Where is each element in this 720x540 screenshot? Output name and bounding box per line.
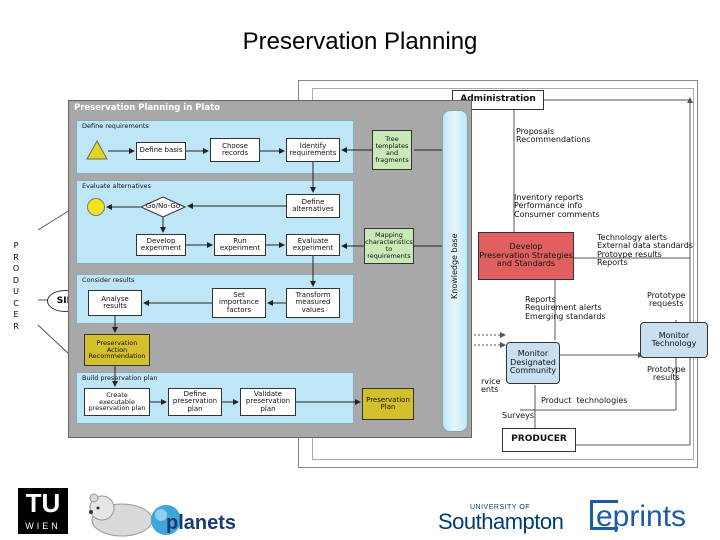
define-requirements-label: Define requirements	[82, 122, 149, 130]
prototype-requests-label: Prototype requests	[647, 291, 686, 309]
recommendation-box: Preservation Action Recommendation	[84, 334, 150, 366]
proposals-label: Proposals Recommendations	[516, 127, 591, 145]
reports-label: Reports Requirement alerts Emerging stan…	[525, 295, 606, 321]
develop-strategies-box: Develop Preservation Strategies and Stan…	[478, 232, 574, 280]
tu-wien-logo	[18, 488, 68, 534]
define-plan-box: Define preservation plan	[168, 388, 222, 416]
plato-title: Preservation Planning in Plato	[74, 103, 221, 113]
run-experiment-box: Run experiment	[214, 234, 266, 256]
page-title: Preservation Planning	[242, 28, 478, 55]
southampton-logo: Southampton	[438, 509, 564, 534]
develop-experiment-box: Develop experiment	[136, 234, 186, 256]
product-technologies-label: Product technologies	[541, 396, 628, 405]
consider-results-label: Consider results	[82, 276, 135, 284]
planets-logo: planets	[166, 512, 237, 534]
define-alternatives-box: Define alternatives	[286, 194, 340, 218]
southampton-logo-small: UNIVERSITY OF	[470, 504, 531, 511]
go-nogo-label: Go/No-Go	[145, 202, 181, 210]
tu-wien-logo-top: TU	[25, 488, 61, 518]
producer-box: PRODUCER	[502, 428, 576, 452]
analyse-results-box: Analyse results	[88, 290, 142, 316]
mapping-box: Mapping characteristics to requirements	[364, 228, 414, 264]
set-importance-box: Set importance factors	[212, 288, 266, 318]
validate-plan-box: Validate preservation plan	[240, 388, 296, 416]
polar-bear-icon	[89, 493, 153, 537]
define-basis-box: Define basis	[136, 142, 186, 160]
transform-values-box: Transform measured values	[286, 288, 340, 318]
create-plan-box: Create executable preservation plan	[84, 388, 150, 416]
preservation-plan-box: Preservation Plan	[362, 388, 414, 420]
decision-circle-icon	[87, 198, 105, 216]
monitor-community-box: Monitor Designated Community	[506, 342, 560, 384]
surveys-label: Surveys	[502, 411, 534, 420]
warning-triangle-icon	[86, 140, 108, 160]
eprints-logo: eprints	[596, 500, 687, 533]
inventory-label: Inventory reports Performance info Consu…	[514, 193, 600, 219]
build-plan-label: Build preservation plan	[82, 374, 158, 382]
monitor-technology-box: Monitor Technology	[640, 322, 708, 358]
tree-templates-box: Tree templates and fragments	[372, 130, 412, 170]
prototype-results-label: Prototype results	[647, 365, 686, 383]
knowledge-base-column	[442, 110, 468, 432]
eprints-logo-mark	[590, 500, 618, 530]
tu-wien-logo-bottom: WIEN	[25, 521, 61, 531]
evaluate-alternatives-label: Evaluate alternatives	[82, 182, 152, 190]
planets-logo-icon	[151, 505, 181, 535]
choose-records-box: Choose records	[210, 138, 260, 162]
evaluate-experiment-box: Evaluate experiment	[286, 234, 340, 256]
producer-vertical-label: P R O D U C E R	[12, 241, 20, 331]
service-requirements-label: rvice ents	[481, 377, 501, 395]
technology-alerts-label: Technology alerts External data standard…	[597, 233, 693, 268]
identify-requirements-box: Identify requirements	[286, 138, 340, 162]
